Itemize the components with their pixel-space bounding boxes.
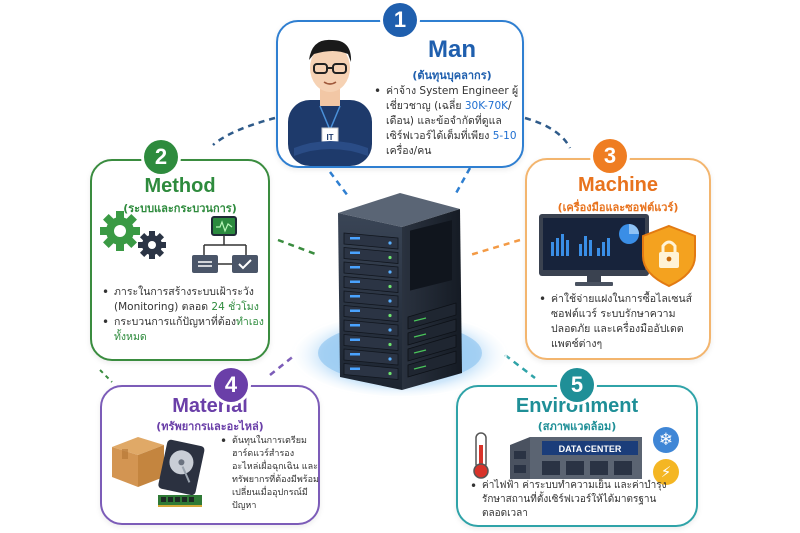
side-panel [410, 220, 452, 291]
status-led [388, 270, 392, 274]
rack-unit-display [350, 338, 360, 341]
side-drive-bay [407, 318, 457, 346]
status-led [388, 313, 392, 318]
bullet-item: ค่าใช้จ่ายแฝงในการซื้อไลเซนส์ซอฟต์แวร์ ร… [539, 292, 707, 352]
box-harddisk-ram-icon [112, 437, 205, 507]
bullet-text: ค่าใช้จ่ายแฝงในการซื้อไลเซนส์ซอฟต์แวร์ ร… [551, 293, 693, 350]
connector-man-machine [524, 116, 572, 149]
card-man: IT Man (ต้นทุนบุคลากร) ค่าจ้าง System En… [276, 20, 524, 168]
card-man-subtitle: (ต้นทุนบุคลากร) [412, 69, 492, 82]
bullet-text: ต้นทุนในการเตรียมฮาร์ดแวร์สำรอง อะไหล่เผ… [232, 436, 319, 511]
card-method: Method (ระบบและกระบวนการ) [90, 159, 270, 361]
drive-led [413, 317, 427, 322]
badge-number-5: 5 [560, 368, 594, 402]
rack-unit-display [350, 309, 360, 312]
highlight-text: 30K-70K [464, 100, 509, 112]
card-environment: Environment (สภาพแวดล้อม) DATA CENTER ❄ … [456, 385, 698, 527]
status-led [388, 371, 392, 376]
bullet-text: /เดือน) และข้อจำกัดที่ดูแลเซิร์ฟเวอร์ได้… [386, 100, 512, 142]
connector-man-left [329, 171, 349, 197]
card-environment-subtitle: (สภาพแวดล้อม) [537, 420, 617, 433]
side-drive-bay [407, 334, 457, 362]
connector-man-right [453, 167, 472, 196]
bullet-text: ค่าจ้าง System Engineer ผู้เชี่ยวชาญ (เฉ… [386, 85, 519, 112]
card-environment-bullets: ค่าไฟฟ้า ค่าระบบทำความเย็น และค่าบำรุงรั… [470, 479, 670, 521]
status-led [388, 284, 392, 289]
rack-unit-display [350, 367, 360, 370]
highlight-text: 5-10 [492, 130, 517, 142]
badge-number-4: 4 [214, 368, 248, 402]
bullet-item: กระบวนการแก้ปัญหาที่ต้องทำเองทั้งหมด [102, 315, 268, 345]
rack-side-drives [407, 220, 457, 378]
monitor-dashboard-shield-lock-icon [539, 214, 696, 288]
svg-text:IT: IT [326, 133, 333, 142]
bullet-item: ต้นทุนในการเตรียมฮาร์ดแวร์สำรอง อะไหล่เผ… [220, 435, 320, 513]
rack-units [343, 232, 399, 380]
bullet-text: ค่าไฟฟ้า ค่าระบบทำความเย็น และค่าบำรุงรั… [482, 480, 667, 519]
card-man-title: Man [428, 36, 476, 63]
snowflake-icon: ❄ [653, 427, 679, 453]
card-machine: Machine (เครื่องมือและซอฟต์แวร์) ค่าใช้จ… [525, 158, 711, 360]
connector-man-method [212, 116, 276, 146]
it-engineer-icon: IT [288, 39, 372, 166]
bullet-text: กระบวนการแก้ปัญหาที่ต้อง [114, 316, 236, 328]
gear-dark-icon [138, 231, 166, 259]
rack-unit-display [350, 324, 360, 327]
drive-led [413, 333, 427, 338]
connector-method-material [99, 369, 113, 383]
thermometer-datacenter-icon: DATA CENTER [473, 432, 642, 479]
card-machine-subtitle: (เครื่องมือและซอฟต์แวร์) [557, 201, 679, 214]
card-material-title: Material [172, 395, 248, 417]
bullet-text: เครื่อง/คน [386, 145, 432, 157]
status-led [388, 342, 392, 347]
connector-method [277, 238, 319, 257]
badge-number-1: 1 [383, 3, 417, 37]
badge-number-2: 2 [144, 140, 178, 174]
side-drive-bay [407, 302, 457, 330]
rack-unit-display [350, 266, 360, 269]
highlight-text: ทำเองทั้งหมด [114, 316, 264, 343]
highlight-text: 24 ชั่วโมง [211, 301, 259, 313]
gears-workflow-icon [100, 211, 258, 273]
status-led [388, 241, 392, 245]
bullet-text: ภาระในการสร้างระบบเฝ้าระวัง (Monitoring)… [114, 286, 254, 313]
status-led [388, 299, 392, 303]
card-machine-bullets: ค่าใช้จ่ายแฝงในการซื้อไลเซนส์ซอฟต์แวร์ ร… [539, 292, 707, 352]
status-led [388, 357, 392, 361]
badge-number-3: 3 [593, 139, 627, 173]
connector-machine [469, 238, 521, 257]
card-method-bullets: ภาระในการสร้างระบบเฝ้าระวัง (Monitoring)… [102, 285, 268, 345]
rack-unit-display [350, 251, 360, 254]
server-rack-icon [288, 193, 512, 400]
card-man-bullets: ค่าจ้าง System Engineer ผู้เชี่ยวชาญ (เฉ… [374, 84, 522, 159]
status-led [388, 328, 392, 332]
rack-top [338, 193, 460, 227]
rack-unit-display [350, 353, 360, 356]
card-method-title: Method [144, 175, 216, 197]
card-machine-title: Machine [577, 174, 659, 196]
central-server-rack [280, 185, 520, 405]
rack-unit-display [350, 237, 360, 240]
bullet-item: ภาระในการสร้างระบบเฝ้าระวัง (Monitoring)… [102, 285, 268, 315]
drive-led [413, 349, 427, 354]
card-material-subtitle: (ทรัพยากรและอะไหล่) [156, 420, 264, 433]
svg-text:DATA CENTER: DATA CENTER [559, 444, 622, 454]
card-method-subtitle: (ระบบและกระบวนการ) [123, 202, 237, 215]
side-drive-bay [407, 350, 457, 378]
gear-green-icon [100, 211, 140, 251]
drive-led [413, 365, 427, 370]
card-material-bullets: ต้นทุนในการเตรียมฮาร์ดแวร์สำรอง อะไหล่เผ… [220, 435, 320, 513]
card-material: Material (ทรัพยากรและอะไหล่) ต้นทุนในการ… [100, 385, 320, 525]
card-environment-title: Environment [515, 395, 639, 417]
status-led [388, 255, 392, 260]
bullet-item: ค่าจ้าง System Engineer ผู้เชี่ยวชาญ (เฉ… [374, 84, 522, 159]
rack-unit-display [350, 280, 360, 283]
bullet-item: ค่าไฟฟ้า ค่าระบบทำความเย็น และค่าบำรุงรั… [470, 479, 670, 521]
rack-unit-display [350, 295, 360, 298]
